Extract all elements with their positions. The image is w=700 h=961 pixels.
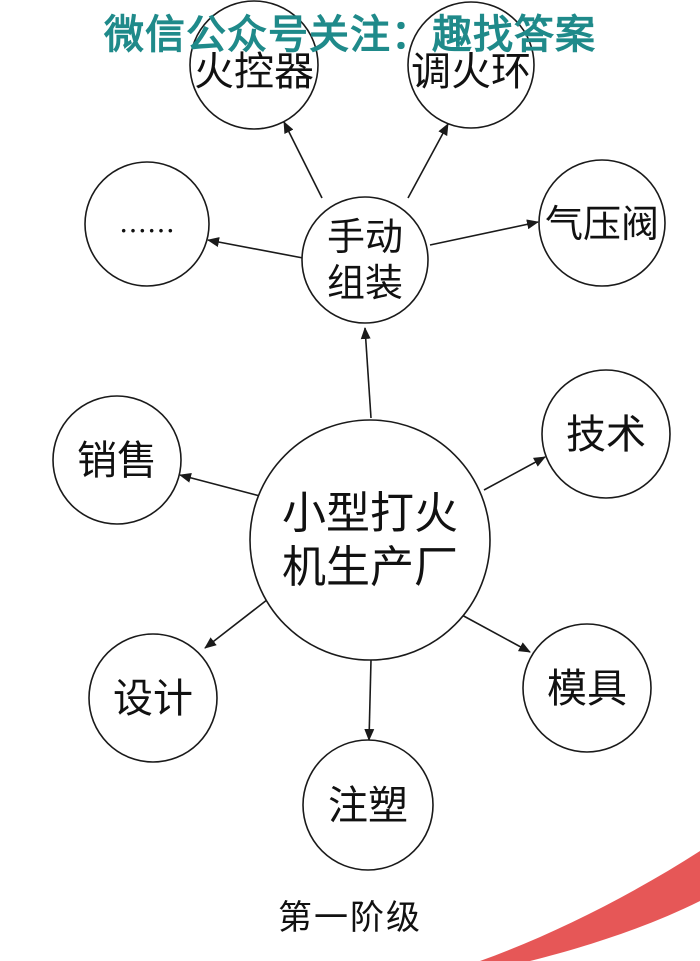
corner-watermark-shape — [440, 841, 700, 961]
diagram-caption: 第一阶级 — [278, 898, 422, 938]
node-ellipsis: …… — [84, 161, 210, 287]
node-igniter: 火控器 — [189, 0, 319, 130]
node-center-label-line2: 机生产厂 — [282, 542, 458, 593]
node-sales-label: 销售 — [77, 438, 157, 484]
edge-center-hub — [360, 327, 372, 419]
corner-watermark-stroke — [480, 851, 700, 961]
node-design: 设计 — [88, 633, 218, 763]
node-mold-label: 模具 — [547, 666, 627, 712]
edge-hub-flame-ring — [407, 123, 449, 199]
edge-center-injection — [364, 659, 375, 741]
edge-center-technology — [483, 456, 546, 491]
node-sales: 销售 — [52, 395, 182, 525]
node-technology: 技术 — [541, 369, 671, 499]
watermark-text: 微信公众号关注：趣找答案 — [104, 12, 596, 58]
edge-center-sales — [179, 472, 261, 497]
node-injection-label: 注塑 — [328, 783, 408, 829]
edge-hub-ellipsis — [207, 237, 304, 259]
node-flame-ring: 调火环 — [407, 1, 535, 129]
node-ellipsis-label: …… — [119, 206, 175, 239]
edge-center-mold — [459, 613, 531, 653]
node-hub-label-line1: 手动 — [327, 215, 403, 259]
node-igniter-label: 火控器 — [194, 49, 314, 95]
node-hub: 手动 组装 — [301, 196, 429, 324]
node-technology-label: 技术 — [566, 412, 646, 458]
node-flame-ring-label: 调火环 — [411, 49, 531, 95]
node-design-label: 设计 — [113, 676, 193, 722]
edge-center-design — [204, 595, 273, 649]
node-mold: 模具 — [522, 623, 652, 753]
node-hub-label-line2: 组装 — [327, 261, 403, 305]
node-air-valve-label: 气压阀 — [545, 202, 659, 246]
edge-hub-air-valve — [429, 219, 539, 246]
node-center: 小型打火 机生产厂 — [249, 419, 491, 661]
node-injection: 注塑 — [302, 739, 434, 871]
node-center-label-line1: 小型打火 — [282, 488, 458, 539]
edges — [179, 121, 546, 741]
edge-hub-igniter — [283, 121, 323, 199]
node-air-valve: 气压阀 — [538, 159, 666, 287]
